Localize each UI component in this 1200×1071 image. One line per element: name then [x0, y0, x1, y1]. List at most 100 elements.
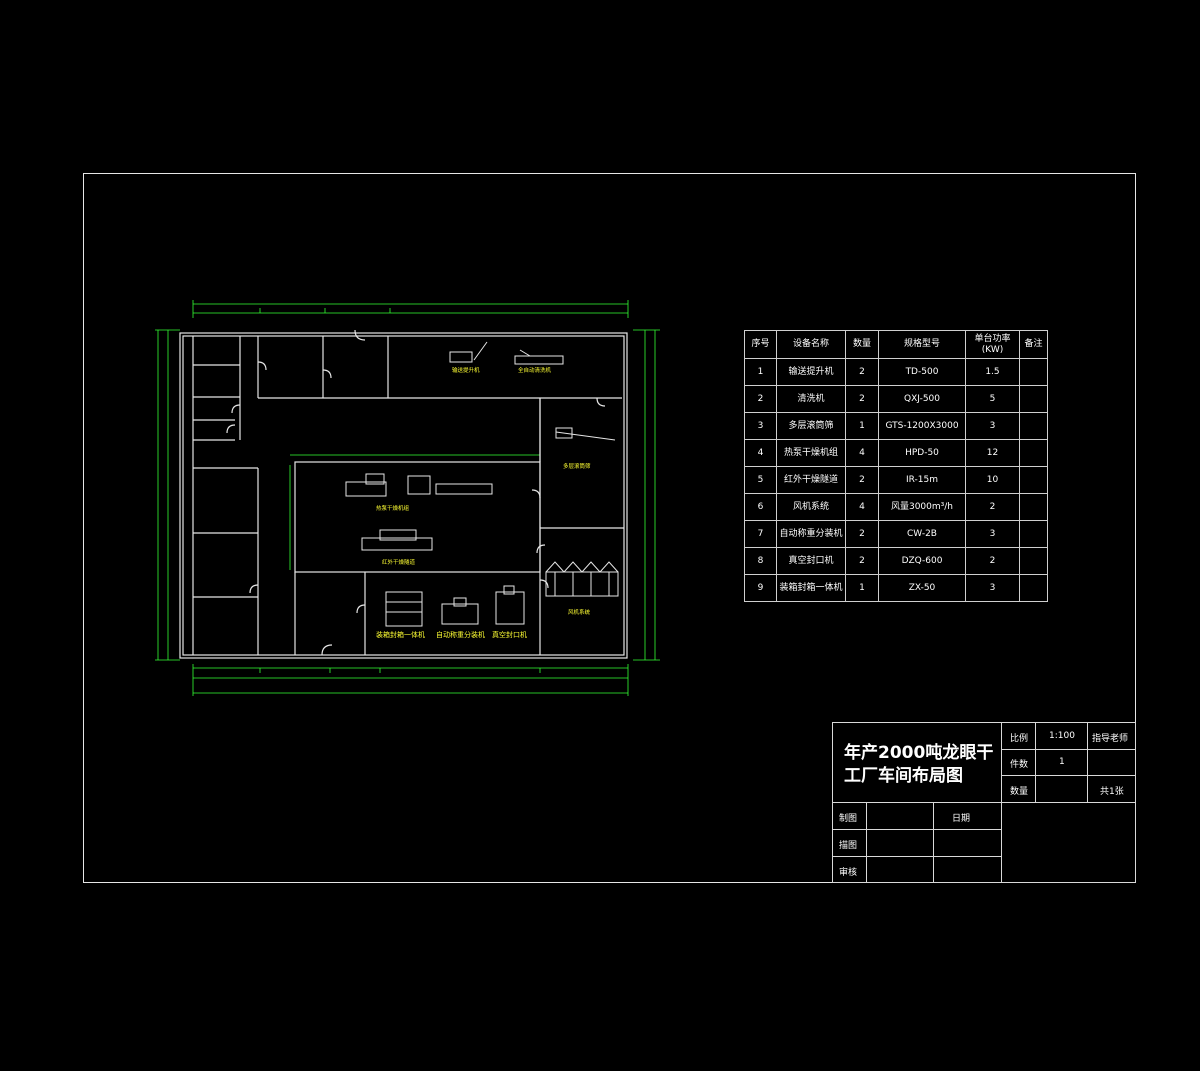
table-cell: 6 [744, 493, 777, 521]
weight-label: 数量 [1010, 787, 1029, 797]
dimension-lines [155, 300, 660, 696]
table-cell: 10 [965, 466, 1020, 494]
table-cell [1019, 412, 1048, 440]
table-cell: HPD-50 [878, 439, 966, 467]
table-cell: 5 [965, 385, 1020, 413]
table-cell: 装箱封箱一体机 [776, 574, 846, 602]
table-cell: 风量3000m³/h [878, 493, 966, 521]
drawn-label: 制图 [839, 814, 858, 824]
scale-label: 比例 [1010, 734, 1029, 744]
label-screen: 多层滚筒筛 [563, 462, 591, 470]
table-cell: TD-500 [878, 358, 966, 386]
table-cell: 1.5 [965, 358, 1020, 386]
table-cell [1019, 520, 1048, 548]
table-cell: 红外干燥隧道 [776, 466, 846, 494]
header-cell: 设备名称 [776, 330, 846, 359]
table-cell [1019, 466, 1048, 494]
table-cell: 4 [744, 439, 777, 467]
header-cell: 备注 [1019, 330, 1048, 359]
walls [179, 329, 628, 659]
table-cell: 5 [744, 466, 777, 494]
label-weigher: 自动称重分装机 [436, 630, 485, 639]
date-label: 日期 [952, 814, 971, 824]
table-cell: 多层滚筒筛 [776, 412, 846, 440]
table-cell: 2 [845, 520, 879, 548]
header-cell: 单台功率(KW) [965, 330, 1020, 359]
table-cell: 4 [845, 493, 879, 521]
traced-label: 描图 [839, 841, 858, 851]
table-cell: 1 [845, 574, 879, 602]
table-cell: QXJ-500 [878, 385, 966, 413]
table-cell: 4 [845, 439, 879, 467]
table-cell: GTS-1200X3000 [878, 412, 966, 440]
table-cell: 自动称重分装机 [776, 520, 846, 548]
sheets-label: 共1张 [1100, 787, 1124, 797]
title-block: 年产2000吨龙眼干工厂车间布局图 比例 1:100 指导老师 件数 1 数量 … [832, 722, 1136, 883]
table-cell: DZQ-600 [878, 547, 966, 575]
table-cell: 2 [845, 547, 879, 575]
header-cell: 数量 [845, 330, 879, 359]
quantity-value: 1 [1059, 757, 1065, 767]
label-heat-pump: 热泵干燥机组 [376, 504, 410, 512]
table-cell: 风机系统 [776, 493, 846, 521]
label-washer: 全自动清洗机 [518, 366, 552, 374]
header-cell: 序号 [744, 330, 777, 359]
table-cell: 3 [965, 574, 1020, 602]
table-cell: 3 [744, 412, 777, 440]
table-cell: 输送提升机 [776, 358, 846, 386]
table-cell: 2 [744, 385, 777, 413]
table-cell: 2 [965, 493, 1020, 521]
table-cell [1019, 358, 1048, 386]
reviewed-label: 审核 [839, 868, 858, 878]
table-cell: 真空封口机 [776, 547, 846, 575]
equipment-labels: 输送提升机 全自动清洗机 多层滚筒筛 热泵干燥机组 红外干燥隧道 风机系统 装箱… [376, 366, 591, 639]
label-conveyor: 输送提升机 [452, 366, 480, 374]
table-cell: 8 [744, 547, 777, 575]
table-cell [1019, 574, 1048, 602]
table-cell: 1 [744, 358, 777, 386]
table-cell [1019, 547, 1048, 575]
table-cell [1019, 493, 1048, 521]
drawing-border [83, 173, 1136, 883]
drawing-title: 年产2000吨龙眼干工厂车间布局图 [844, 743, 994, 786]
table-cell: IR-15m [878, 466, 966, 494]
label-fan: 风机系统 [568, 608, 591, 616]
instructor-label: 指导老师 [1092, 734, 1129, 744]
table-cell: 2 [845, 466, 879, 494]
scale-value: 1:100 [1049, 731, 1075, 741]
table-cell: 2 [845, 385, 879, 413]
table-cell: 清洗机 [776, 385, 846, 413]
table-cell: 1 [845, 412, 879, 440]
table-cell [1019, 385, 1048, 413]
table-cell [1019, 439, 1048, 467]
table-cell: ZX-50 [878, 574, 966, 602]
table-header-row: 序号 设备名称 数量 规格型号 单台功率(KW) 备注 [744, 330, 1048, 359]
equipment-drawings [345, 341, 619, 627]
table-cell: 3 [965, 520, 1020, 548]
table-cell: 12 [965, 439, 1020, 467]
table-cell: 热泵干燥机组 [776, 439, 846, 467]
label-sealer: 真空封口机 [492, 630, 527, 639]
table-cell: 2 [845, 358, 879, 386]
header-cell: 规格型号 [878, 330, 966, 359]
table-cell: 2 [965, 547, 1020, 575]
label-packer: 装箱封箱一体机 [376, 630, 425, 639]
table-cell: 9 [744, 574, 777, 602]
label-infrared: 红外干燥隧道 [382, 558, 416, 566]
table-cell: CW-2B [878, 520, 966, 548]
table-cell: 3 [965, 412, 1020, 440]
table-cell: 7 [744, 520, 777, 548]
quantity-label: 件数 [1010, 760, 1029, 770]
